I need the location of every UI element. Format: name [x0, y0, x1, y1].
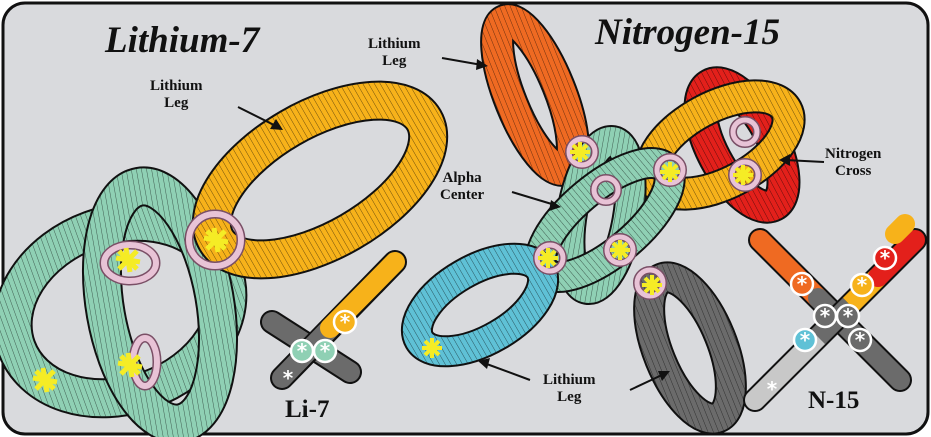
svg-text:*: *	[283, 366, 294, 390]
svg-text:*: *	[820, 304, 831, 328]
svg-text:*: *	[340, 310, 351, 334]
label-li7-lithium-leg: Lithium Leg	[150, 78, 203, 111]
label-n15-lithium-leg-bottom: Lithium Leg	[543, 372, 596, 405]
svg-text:*: *	[767, 377, 778, 401]
label-li7-lithium-leg-line1: Lithium	[150, 78, 203, 95]
svg-text:*: *	[843, 304, 854, 328]
label-n15-lithium-leg-bottom-line1: Lithium	[543, 372, 596, 389]
label-nitrogen-cross-line1: Nitrogen	[825, 146, 881, 163]
svg-text:*: *	[880, 246, 891, 270]
title-lithium-7: Lithium-7	[105, 22, 259, 59]
svg-text:*: *	[320, 339, 331, 363]
label-n15-lithium-leg-top: Lithium Leg	[368, 36, 421, 69]
svg-text:*: *	[857, 273, 868, 297]
svg-text:*: *	[797, 272, 808, 296]
label-alpha-center-line2: Center	[440, 187, 484, 204]
label-alpha-center: Alpha Center	[440, 170, 484, 203]
svg-text:*: *	[297, 339, 308, 363]
title-nitrogen-15: Nitrogen-15	[595, 14, 780, 51]
label-li7-lithium-leg-line2: Leg	[150, 95, 203, 112]
label-nitrogen-cross: Nitrogen Cross	[825, 146, 881, 179]
code-li7: Li-7	[285, 397, 329, 422]
label-n15-lithium-leg-top-line2: Leg	[368, 53, 421, 70]
label-n15-lithium-leg-top-line1: Lithium	[368, 36, 421, 53]
label-alpha-center-line1: Alpha	[440, 170, 484, 187]
svg-text:*: *	[800, 328, 811, 352]
svg-text:*: *	[855, 328, 866, 352]
label-n15-lithium-leg-bottom-line2: Leg	[543, 389, 596, 406]
label-nitrogen-cross-line2: Cross	[825, 163, 881, 180]
code-n15: N-15	[808, 388, 859, 413]
